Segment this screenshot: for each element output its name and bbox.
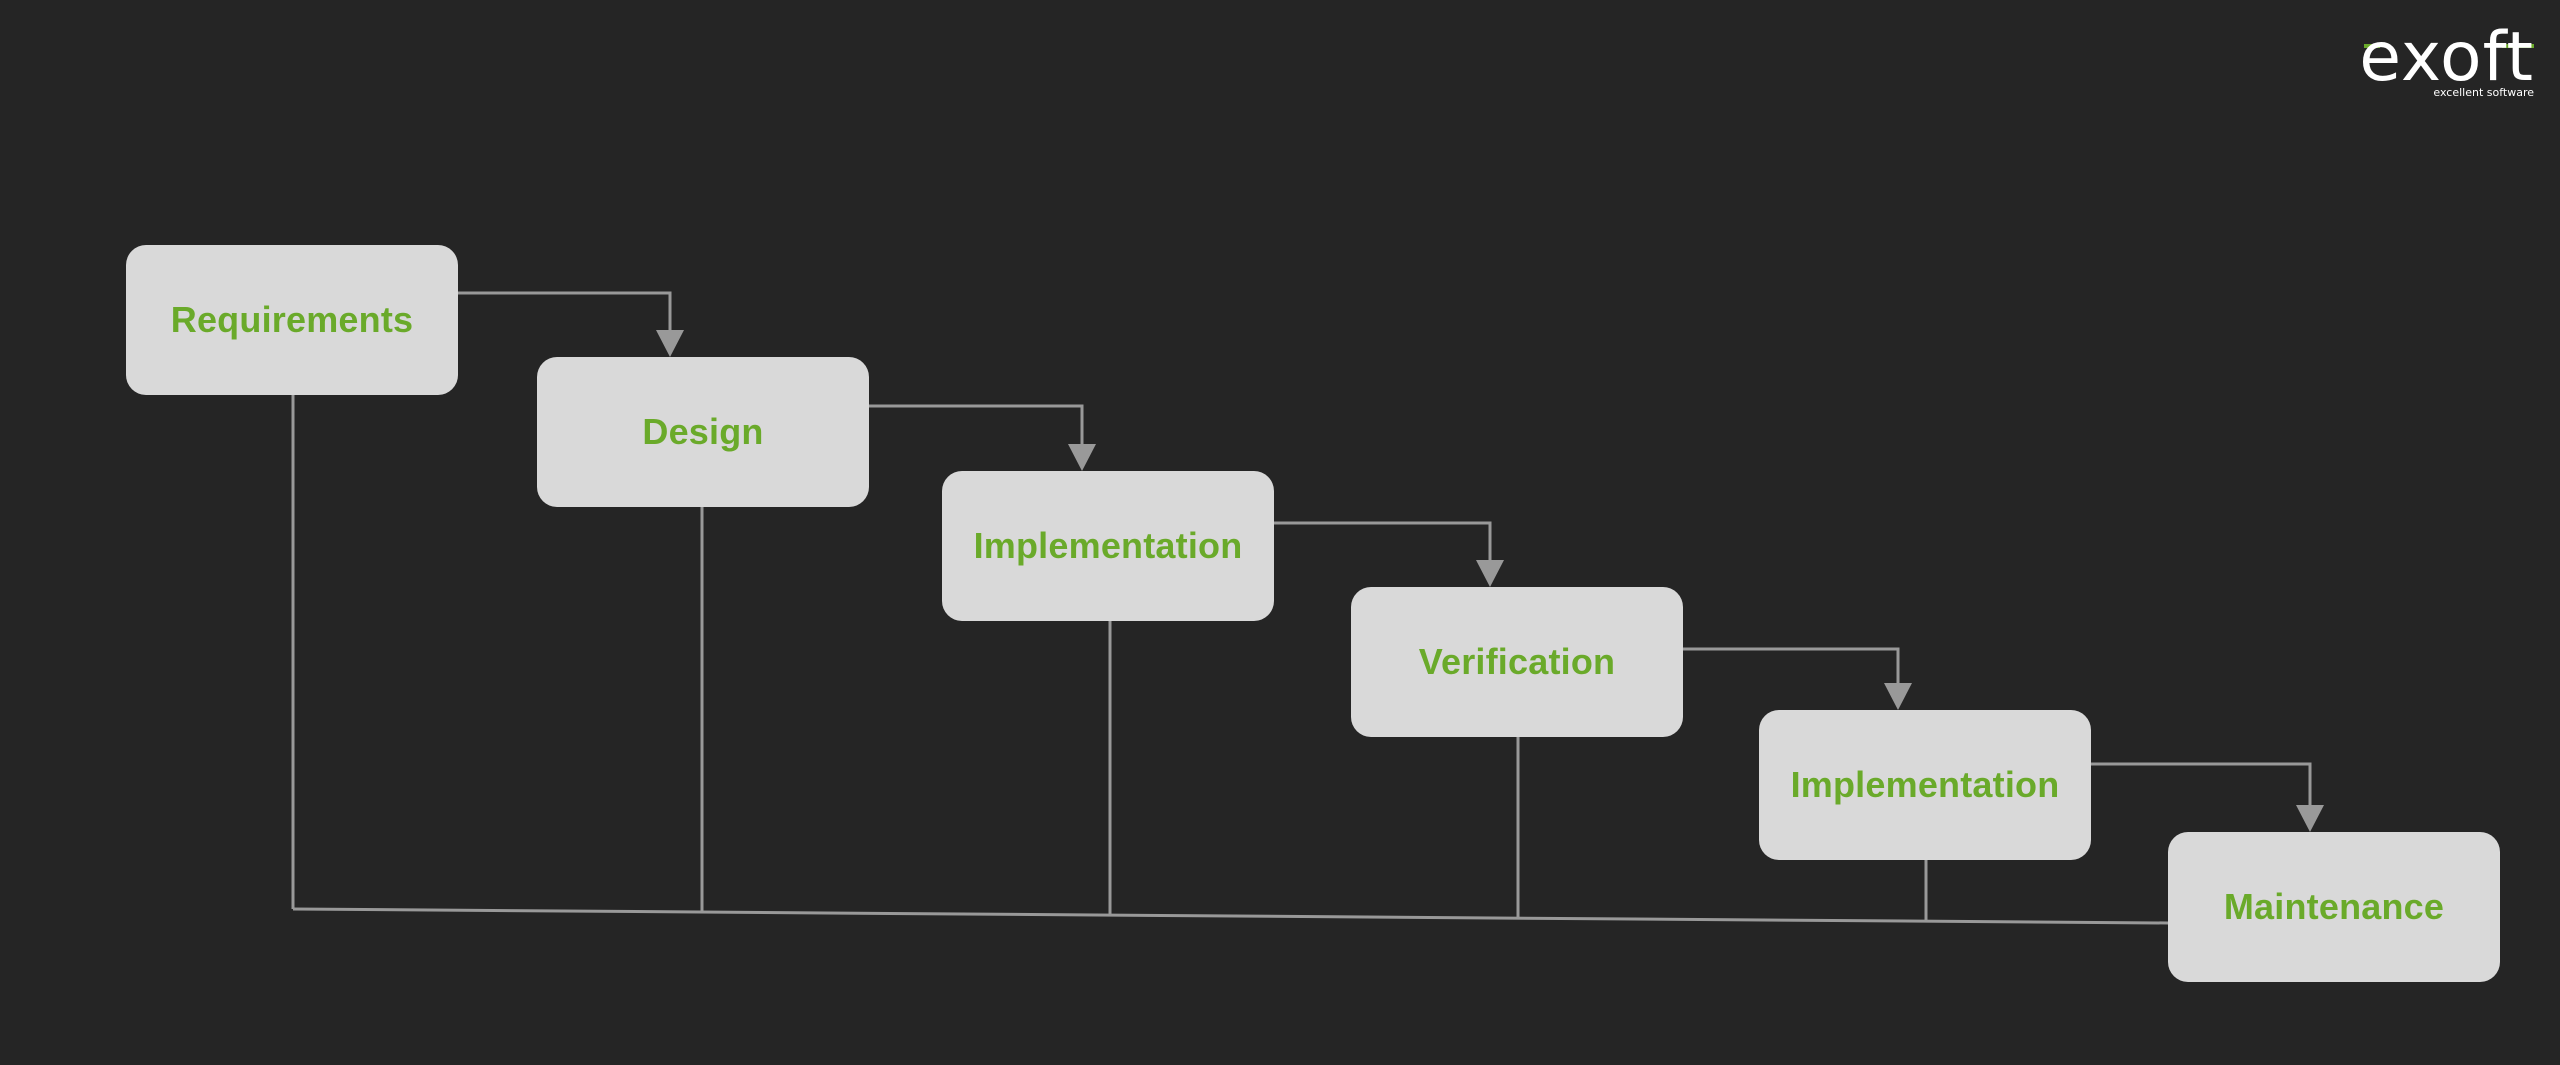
stage-maintenance: Maintenance [2168,832,2500,982]
arrowhead-implementation-2 [1884,683,1912,710]
arrow-implementation-to-maintenance [2091,762,2312,815]
stage-implementation-2: Implementation [1759,710,2091,860]
feedback-return-line [292,907,2169,925]
logo-bar-accent [2502,44,2534,48]
arrow-requirements-to-design [458,291,672,340]
stage-label: Implementation [1790,764,2060,805]
stage-label: Requirements [170,299,414,340]
stage-label: Implementation [973,525,1243,566]
logo-wordmark: exoft [2359,18,2534,97]
stage-requirements: Requirements [126,245,458,395]
arrow-implementation-to-verification [1274,521,1492,570]
stage-label: Maintenance [2223,886,2445,927]
stage-implementation: Implementation [942,471,1274,621]
logo-dash-accent [2364,44,2380,48]
arrowhead-maintenance [2296,805,2324,832]
arrow-verification-to-implementation [1683,647,1900,693]
stage-design: Design [537,357,869,507]
arrowhead-verification [1476,560,1504,587]
arrowhead-design [656,330,684,357]
exoft-logo: exoft excellent software [2348,14,2548,104]
logo-tagline: excellent software [2433,86,2534,99]
stage-label: Design [642,411,764,452]
arrow-design-to-implementation [869,404,1084,454]
stage-label: Verification [1418,641,1616,682]
stage-verification: Verification [1351,587,1683,737]
arrowhead-implementation [1068,444,1096,471]
